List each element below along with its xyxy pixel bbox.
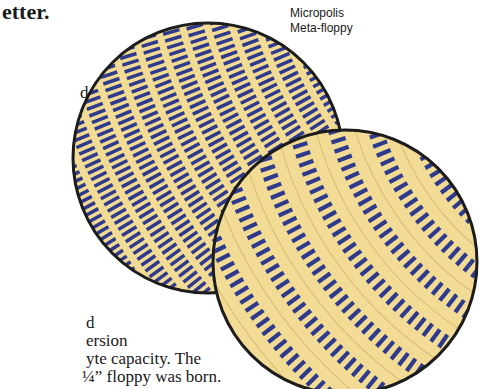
body-text-fragment: d (86, 314, 95, 332)
body-text-fragment: ersion (86, 332, 128, 350)
body-text-fragment: yte capacity. The (86, 350, 201, 368)
circle-outline (213, 130, 477, 389)
body-text-fragment: d (80, 84, 89, 102)
body-text-fragment: ¼” floppy was born. (82, 368, 221, 386)
magnetic-domains (204, 129, 481, 389)
headline-fragment: etter. (2, 0, 49, 24)
wide-track-circle (142, 24, 488, 389)
track-separators (142, 24, 488, 389)
figure-caption: Micropolis Meta-floppy (290, 6, 368, 36)
